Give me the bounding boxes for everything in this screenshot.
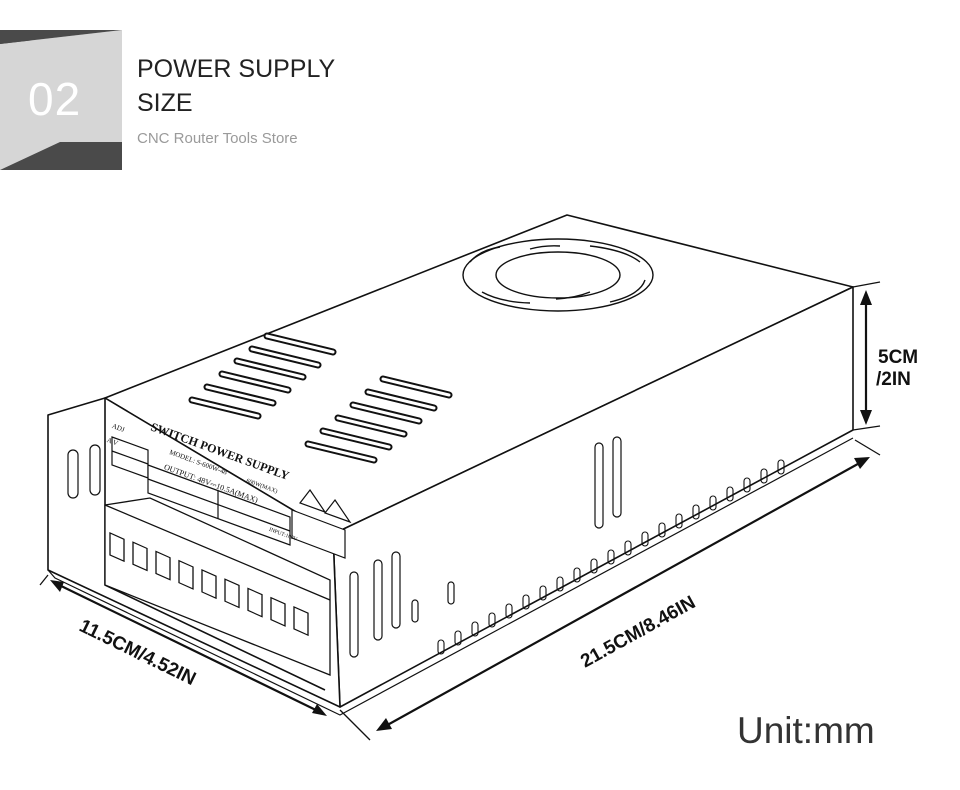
bottom-slot-row bbox=[437, 459, 785, 655]
terminal-block bbox=[104, 497, 331, 676]
av-label: A V bbox=[106, 436, 119, 447]
store-name: CNC Router Tools Store bbox=[137, 130, 298, 147]
dimension-arrows bbox=[50, 290, 872, 731]
dimension-lines bbox=[39, 281, 881, 741]
section-number: 02 bbox=[28, 73, 82, 125]
title-line-2: SIZE bbox=[137, 89, 193, 117]
title-line-1: POWER SUPPLY bbox=[137, 55, 336, 83]
fan-grille bbox=[462, 238, 654, 312]
terminal-screws bbox=[109, 532, 309, 637]
front-side-slots bbox=[67, 444, 101, 499]
height-dimension-inches: /2IN bbox=[876, 369, 911, 390]
section-number-badge bbox=[0, 30, 122, 170]
label-panel bbox=[111, 436, 352, 559]
page-title: POWER SUPPLY SIZE bbox=[137, 52, 335, 120]
length-dimension: 21.5CM/8.46IN bbox=[577, 592, 699, 672]
unit-label: Unit:mm bbox=[737, 710, 875, 751]
side-slots bbox=[349, 436, 622, 658]
height-dimension: 5CM bbox=[878, 347, 918, 368]
